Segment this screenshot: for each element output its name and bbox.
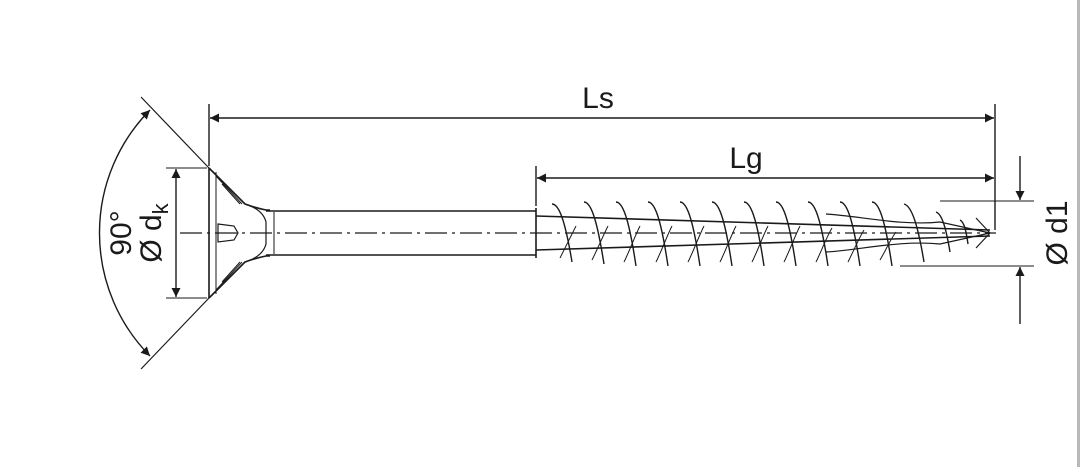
image-border	[1077, 0, 1080, 467]
thread-core-top	[535, 215, 991, 231]
head-angle-arc	[98, 109, 151, 357]
thread-flights	[551, 201, 991, 267]
thread-diameter-label: Ø d1	[1041, 200, 1074, 265]
screw-body	[180, 167, 996, 299]
head-angle-label: 90°	[105, 210, 138, 255]
thread-core-bottom	[535, 235, 991, 251]
head-diameter-label: Ø dk	[135, 202, 173, 262]
dimension-lines	[98, 96, 1034, 370]
overall-length-label: Ls	[582, 82, 614, 115]
thread-length-label: Lg	[729, 142, 762, 175]
drive-recess	[217, 223, 239, 243]
head-diameter-subscript: k	[148, 202, 173, 214]
